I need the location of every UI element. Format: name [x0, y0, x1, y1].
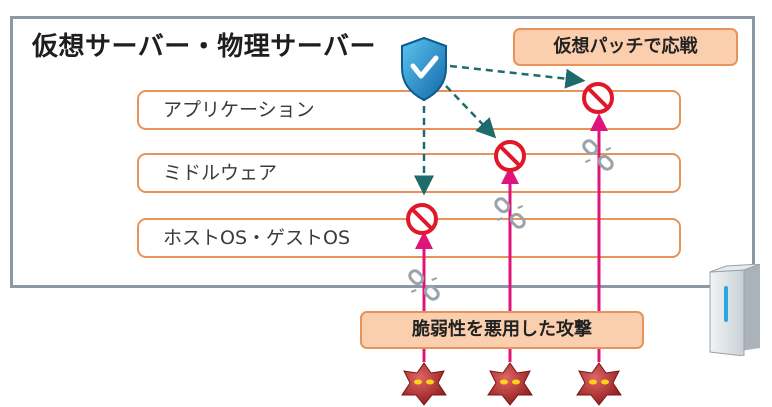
arrow-to-application	[449, 64, 586, 89]
shield-arrows	[414, 64, 586, 196]
monster-icon	[401, 362, 447, 406]
arrow-to-middleware	[445, 85, 497, 139]
block-sign-icon	[582, 82, 614, 114]
shield-check-icon	[401, 36, 447, 102]
broken-chain-icon	[408, 269, 440, 301]
server-tower-icon	[709, 264, 761, 356]
broken-chain-icon	[494, 197, 526, 229]
broken-chain-icon	[582, 139, 614, 171]
virtual-patch-label: 仮想パッチで応戦	[513, 28, 738, 66]
block-sign-icon	[494, 140, 526, 172]
monster-icon	[487, 362, 533, 406]
monster-icon	[576, 362, 622, 406]
diagram-title: 仮想サーバー・物理サーバー	[32, 32, 376, 62]
layer-middleware: ミドルウェア	[137, 153, 681, 193]
block-sign-icon	[406, 203, 438, 235]
vulnerability-attack-label: 脆弱性を悪用した攻撃	[360, 311, 644, 349]
